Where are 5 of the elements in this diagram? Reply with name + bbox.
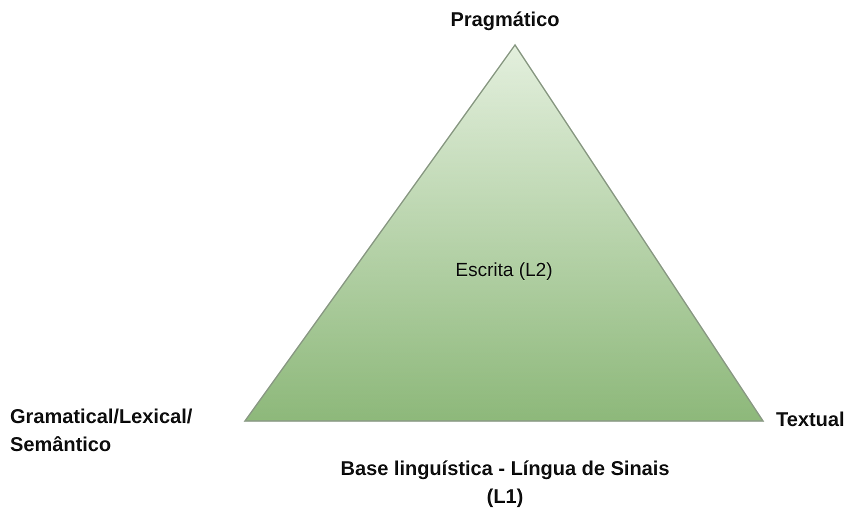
base-label: Base linguística - Língua de Sinais (L1) xyxy=(340,457,670,510)
vertex-label: Textual xyxy=(776,408,846,433)
vertex-label: Pragmático xyxy=(450,8,560,33)
triangle-label: Escrita (L2) xyxy=(455,260,553,282)
vertex-label: Gramatical/Lexical/ Semântico xyxy=(10,405,194,458)
